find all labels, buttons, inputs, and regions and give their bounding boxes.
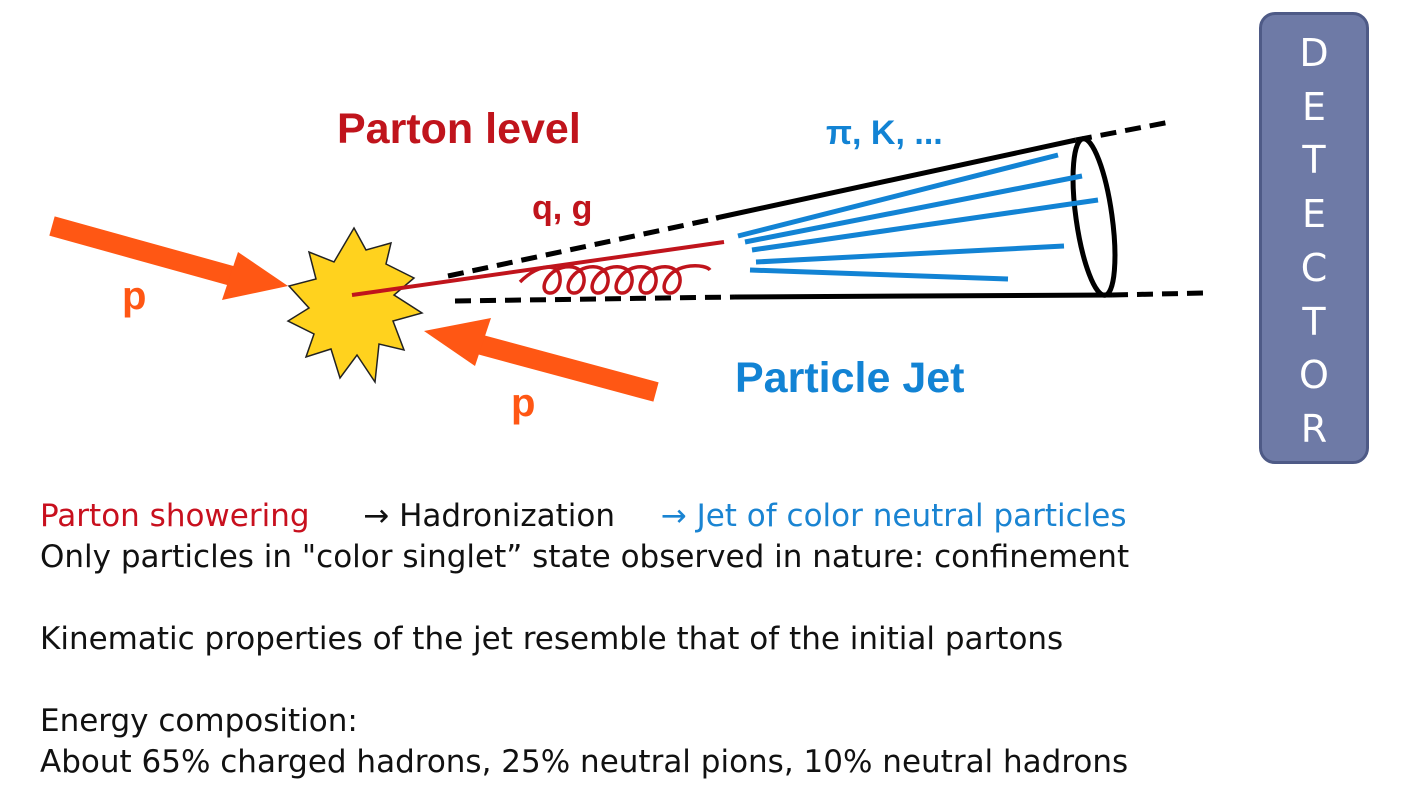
cone-dash-upper: [447, 215, 719, 279]
detector-letter: D: [1299, 31, 1329, 75]
proton-label-left: p: [122, 274, 146, 318]
cone-dash-upper-far: [1075, 119, 1171, 143]
hadron-track: [755, 243, 1065, 265]
cone-upper-edge: [715, 137, 1077, 221]
detector-letter: E: [1301, 84, 1326, 129]
parton-showering-text: Parton showering: [40, 498, 310, 534]
process-line: Parton showering → Hadronization → Jet o…: [40, 496, 1129, 537]
detector-box: D E T E C T O R: [1259, 12, 1369, 464]
energy-composition-line: About 65% charged hadrons, 25% neutral p…: [40, 744, 1129, 780]
detector-letter: O: [1299, 353, 1329, 398]
hadron-track: [737, 152, 1059, 239]
gluon-line: [518, 264, 712, 295]
hadron-track: [744, 173, 1083, 245]
parton-level-label: Parton level: [337, 105, 581, 153]
cone-dash-lower-far: [1111, 290, 1206, 298]
proton-arrow-left: [49, 216, 288, 300]
jet-diagram: Parton level q, g π, K, ... Particle Jet…: [49, 105, 1206, 425]
cone-opening: [1070, 136, 1118, 298]
hadron-tracks: [737, 152, 1099, 282]
qg-label: q, g: [532, 189, 592, 227]
detector-letter: R: [1300, 406, 1328, 451]
kinematics-line: Kinematic properties of the jet resemble…: [40, 621, 1064, 657]
hadron-track: [749, 267, 1009, 282]
detector-letter: T: [1302, 138, 1326, 183]
hadron-track: [751, 197, 1099, 253]
proton-arrow-right: [424, 318, 659, 402]
jet-particles-text: → Jet of color neutral particles: [660, 498, 1127, 534]
energy-composition-heading: Energy composition:: [40, 703, 358, 739]
detector-letter: T: [1302, 299, 1326, 344]
detector-letter: C: [1300, 245, 1328, 290]
collision-burst: [286, 226, 424, 385]
description-text: Parton showering → Hadronization → Jet o…: [40, 496, 1129, 783]
hadrons-label: π, K, ...: [826, 114, 943, 152]
cone-lower-edge: [734, 292, 1113, 300]
proton-label-right: p: [511, 381, 535, 425]
detector-letter: E: [1301, 192, 1326, 237]
confinement-line: Only particles in "color singlet” state …: [40, 539, 1130, 575]
cone-dash-lower: [454, 294, 736, 304]
hadronization-text: → Hadronization: [363, 498, 616, 534]
particle-jet-label: Particle Jet: [735, 354, 964, 402]
